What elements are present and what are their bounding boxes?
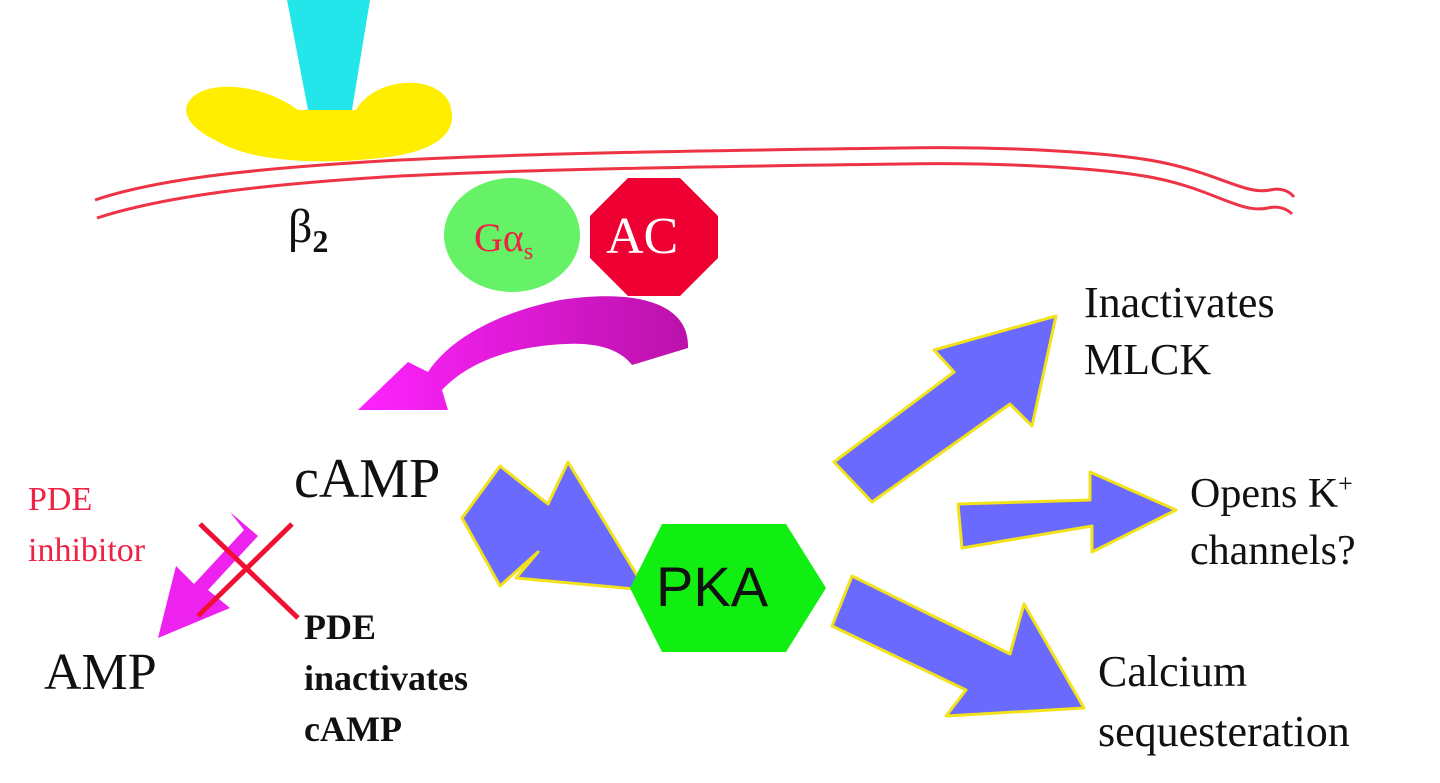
effect-k-channels-label: Opens K+ channels? bbox=[1190, 466, 1356, 580]
effect-mlck-line-2: MLCK bbox=[1084, 335, 1212, 385]
effect-mlck-label: Inactivates MLCK bbox=[1084, 274, 1275, 388]
pde-note-line-2: inactivates bbox=[304, 658, 468, 699]
pka-shape bbox=[630, 524, 826, 652]
beta2-receptor-label: β2 bbox=[288, 200, 328, 260]
effect-calcium-line-1: Calcium bbox=[1098, 647, 1248, 696]
pka-label: PKA bbox=[656, 555, 769, 618]
pde-note-line-1: PDE bbox=[304, 607, 376, 647]
arrow-camp-to-pka bbox=[460, 460, 648, 592]
pde-inhibitor-line-2: inhibitor bbox=[28, 532, 146, 569]
effect-k-channels-superscript: + bbox=[1338, 469, 1353, 498]
g-alpha-s-label: Gαs bbox=[474, 215, 534, 266]
effect-k-channels-line-1: Opens K bbox=[1190, 471, 1339, 517]
curved-arrow-ac-to-camp bbox=[358, 296, 689, 410]
g-alpha-subscript: s bbox=[523, 239, 534, 265]
arrow-pka-to-mlck bbox=[832, 314, 1058, 504]
arrow-pka-to-calcium bbox=[830, 574, 1086, 718]
effect-calcium-line-2: sequesteration bbox=[1098, 706, 1350, 756]
inhibitor-cross-line-1 bbox=[198, 522, 300, 620]
camp-label: cAMP bbox=[294, 448, 441, 510]
pde-inactivates-camp-label: PDE inactivates cAMP bbox=[304, 602, 468, 755]
cell-membrane-upper bbox=[94, 146, 1296, 202]
arrow-camp-to-amp bbox=[158, 512, 258, 638]
effect-k-channels-line-2: channels? bbox=[1190, 528, 1356, 575]
beta2-symbol: β bbox=[288, 200, 313, 253]
arrow-pka-to-k-channels bbox=[956, 470, 1178, 554]
adenylyl-cyclase-shape bbox=[590, 178, 718, 296]
g-alpha-s-shape bbox=[444, 178, 580, 292]
effect-mlck-line-1: Inactivates bbox=[1084, 278, 1275, 327]
ligand-shape bbox=[287, 0, 370, 110]
beta2-subscript: 2 bbox=[312, 223, 329, 259]
amp-label: AMP bbox=[44, 644, 157, 701]
beta2-receptor-shape bbox=[186, 82, 453, 162]
pde-inhibitor-line-1: PDE bbox=[28, 481, 93, 518]
pde-inhibitor-label: PDE inhibitor bbox=[28, 474, 145, 576]
inhibitor-cross-line-2 bbox=[196, 522, 294, 618]
effect-calcium-label: Calcium sequesteration bbox=[1098, 642, 1350, 762]
cell-membrane-lower bbox=[96, 162, 1294, 220]
pde-note-line-3: cAMP bbox=[304, 709, 402, 750]
adenylyl-cyclase-label: AC bbox=[606, 208, 679, 265]
g-alpha-symbol: Gα bbox=[474, 215, 524, 260]
